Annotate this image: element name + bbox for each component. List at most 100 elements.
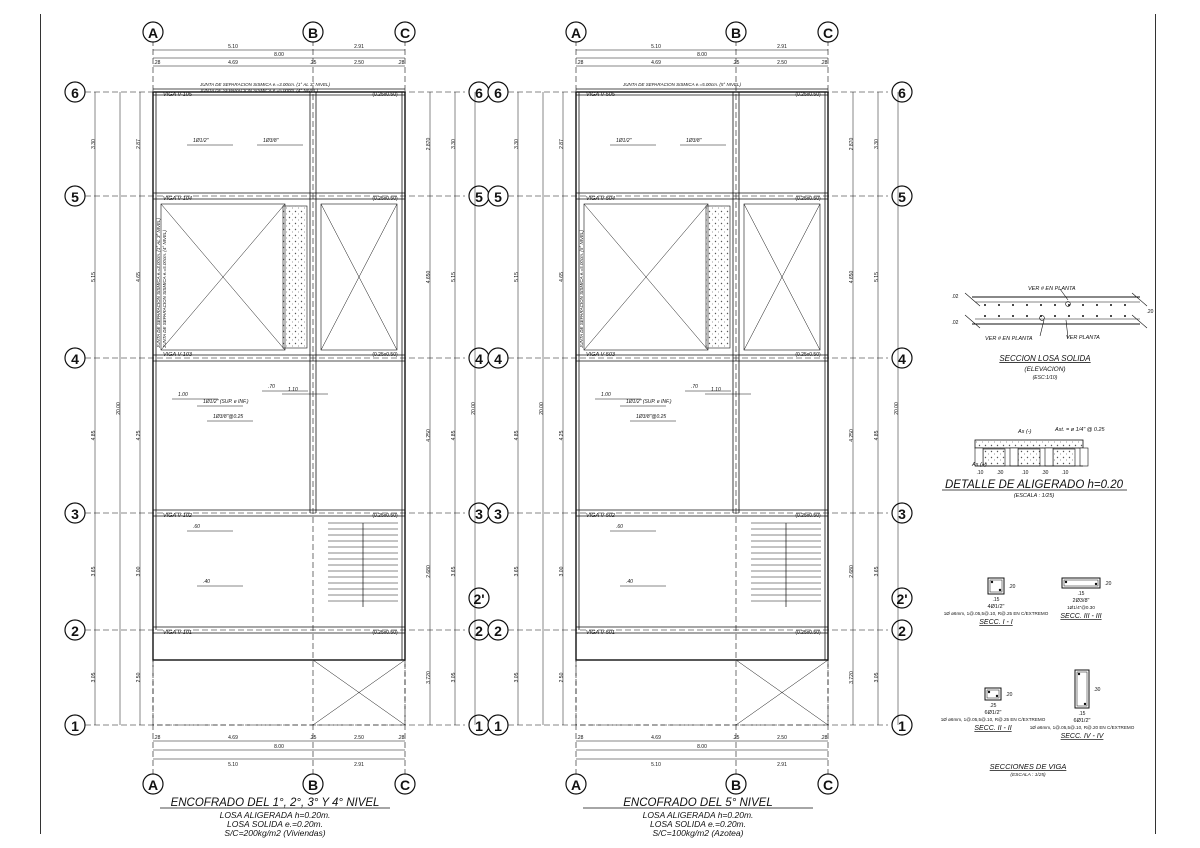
text-label: .25 [733, 735, 740, 741]
text-label: 2.870 [426, 138, 432, 151]
rebar-label: 1Ø1/2" (SUP. e INF.) [626, 399, 672, 405]
plan-title: ENCOFRADO DEL 1°, 2°, 3° Y 4° NIVEL [171, 797, 380, 809]
rebar-label: 1Ø3/8"@0.25 [636, 414, 666, 420]
grid-bubble-left-1: 1 [71, 718, 79, 734]
section-size: (0.25x0.50) [795, 630, 821, 636]
grid-bubble-right-2': 2' [473, 591, 484, 607]
text-label: 3.05 [91, 672, 97, 682]
text-label: 2.50 [136, 672, 142, 682]
slab-bar [1054, 315, 1056, 317]
grid-bubble-bottom-A: A [571, 777, 581, 793]
joint-label-top: JUNTA DE SEPARACION SISMICA e.=5.00cm. (… [199, 88, 318, 93]
grid-bubble-bottom-B-circle [302, 773, 324, 795]
slab-bar [1026, 304, 1028, 306]
text-label: 8.00 [697, 744, 707, 750]
beam-label: VIGA V-503 [586, 352, 616, 358]
rebar-label: 1Ø1/2" [193, 138, 209, 144]
grid-bubble-top-A: A [571, 25, 581, 41]
grid-bubble-bottom-A-circle [142, 773, 164, 795]
text-label: 20.00 [894, 402, 900, 415]
text-label: 5.10 [651, 762, 661, 768]
beam-label: VIGA V-504 [586, 196, 615, 202]
text-label: 2.680 [849, 565, 855, 578]
grid-bubble-right-5: 5 [475, 189, 483, 205]
slab-bar [1082, 304, 1084, 306]
slab-bar [1110, 304, 1112, 306]
rebar-label: 1Ø3/8"@0.25 [213, 414, 243, 420]
section-rebar: 2Ø3/8" [1073, 598, 1090, 604]
section-width: .15 [993, 597, 1000, 603]
grid-bubble-left-2-circle [64, 619, 86, 641]
losa-title: SECCION LOSA SOLIDA [999, 354, 1090, 363]
joist-rib [1009, 447, 1019, 467]
joint-label-top: JUNTA DE SEPARACION SISMICA e.=5.00cm. (… [622, 82, 741, 87]
text-label: 3.05 [874, 672, 880, 682]
text-label: 4.25 [136, 430, 142, 440]
grid-bubble-bottom-B-circle [725, 773, 747, 795]
plan-note: S/C=100kg/m2 (Azotea) [653, 828, 744, 838]
text-label: 5.10 [651, 44, 661, 50]
text-label: 4.65 [559, 272, 565, 282]
text-label: .28 [154, 60, 161, 66]
losa-label-ver-1: VER # EN PLANTA [1028, 286, 1076, 292]
text-label: 3.65 [514, 566, 520, 576]
grid-bubble-right-2: 2 [475, 623, 483, 639]
text-label: 2.91 [777, 44, 787, 50]
solid-slab-strip [705, 205, 731, 349]
line [583, 203, 709, 351]
grid-bubble-left-5-circle [64, 185, 86, 207]
section-width: .15 [1079, 711, 1086, 717]
text-label: .25 [310, 60, 317, 66]
text-label: 3.720 [849, 671, 855, 684]
rebar-label: 1.10 [288, 387, 298, 393]
text-label: 4.85 [874, 430, 880, 440]
section-stirrups: 1Ø ø6mm, 1@.05,5@.10, R@.25 EN C/EXTREMO [944, 611, 1049, 616]
losa-dim-cover-bottom: .02 [952, 320, 959, 326]
grid-bubble-left-3: 3 [71, 506, 79, 522]
joint-label: JUNTA DE SEPARACION SISMICA e.=5.00cm. (… [162, 230, 167, 349]
stirrup [1063, 579, 1099, 587]
grid-bubble-bottom-C: C [823, 777, 833, 793]
grid-bubble-left-3: 3 [494, 506, 502, 522]
grid-bubble-right-6: 6 [898, 85, 906, 101]
plan-note: LOSA ALIGERADA h=0.20m. [220, 810, 331, 820]
grid-bubble-bottom-A-circle [565, 773, 587, 795]
text-label: 2.50 [777, 60, 787, 66]
section-stirrups: 1Ø ø6mm, 1@.05,5@.10, R@.20 EN C/EXTREMO [1030, 725, 1135, 730]
grid-bubble-left-5-circle [487, 185, 509, 207]
text-label: 2.50 [354, 60, 364, 66]
text-label: 2.50 [777, 735, 787, 741]
grid-bubble-left-3-circle [64, 502, 86, 524]
secciones-scale: (ESCALA : 1/25) [1010, 772, 1046, 778]
text-label: 5.15 [514, 272, 520, 282]
slab-bar [1082, 315, 1084, 317]
grid-bubble-right-3-circle [891, 502, 913, 524]
grid-bubble-right-2'-circle [891, 587, 913, 609]
slab-bar [1068, 304, 1070, 306]
rebar-label: .40 [626, 579, 633, 585]
bar [990, 580, 994, 584]
rebar-label: .70 [268, 384, 275, 390]
losa-dim-thickness: .20 [1147, 309, 1154, 315]
rebar-label: 1Ø3/8" [263, 138, 279, 144]
section-size: (0.25x0.50) [795, 352, 821, 358]
text-label: 4.250 [849, 429, 855, 442]
sheet-border-left [40, 14, 41, 834]
beam-section-2 [1061, 577, 1101, 589]
text-label: 3.30 [514, 139, 520, 149]
text-label: 4.69 [651, 735, 661, 741]
grid-bubble-right-5: 5 [898, 189, 906, 205]
joist-rib [1044, 447, 1054, 467]
grid-bubble-left-6-circle [487, 81, 509, 103]
grid-bubble-left-4-circle [64, 347, 86, 369]
plan-title: ENCOFRADO DEL 5° NIVEL [623, 797, 772, 809]
line [312, 659, 406, 726]
rebar-label: .60 [616, 524, 623, 530]
plan-note: S/C=200kg/m2 (Viviendas) [224, 828, 325, 838]
grid-bubble-left-6: 6 [494, 85, 502, 101]
grid-bubble-right-6-circle [891, 81, 913, 103]
bar [1077, 672, 1081, 676]
grid-bubble-right-1: 1 [898, 718, 906, 734]
section-width: .15 [1078, 591, 1085, 597]
grid-bubble-right-1: 1 [475, 718, 483, 734]
